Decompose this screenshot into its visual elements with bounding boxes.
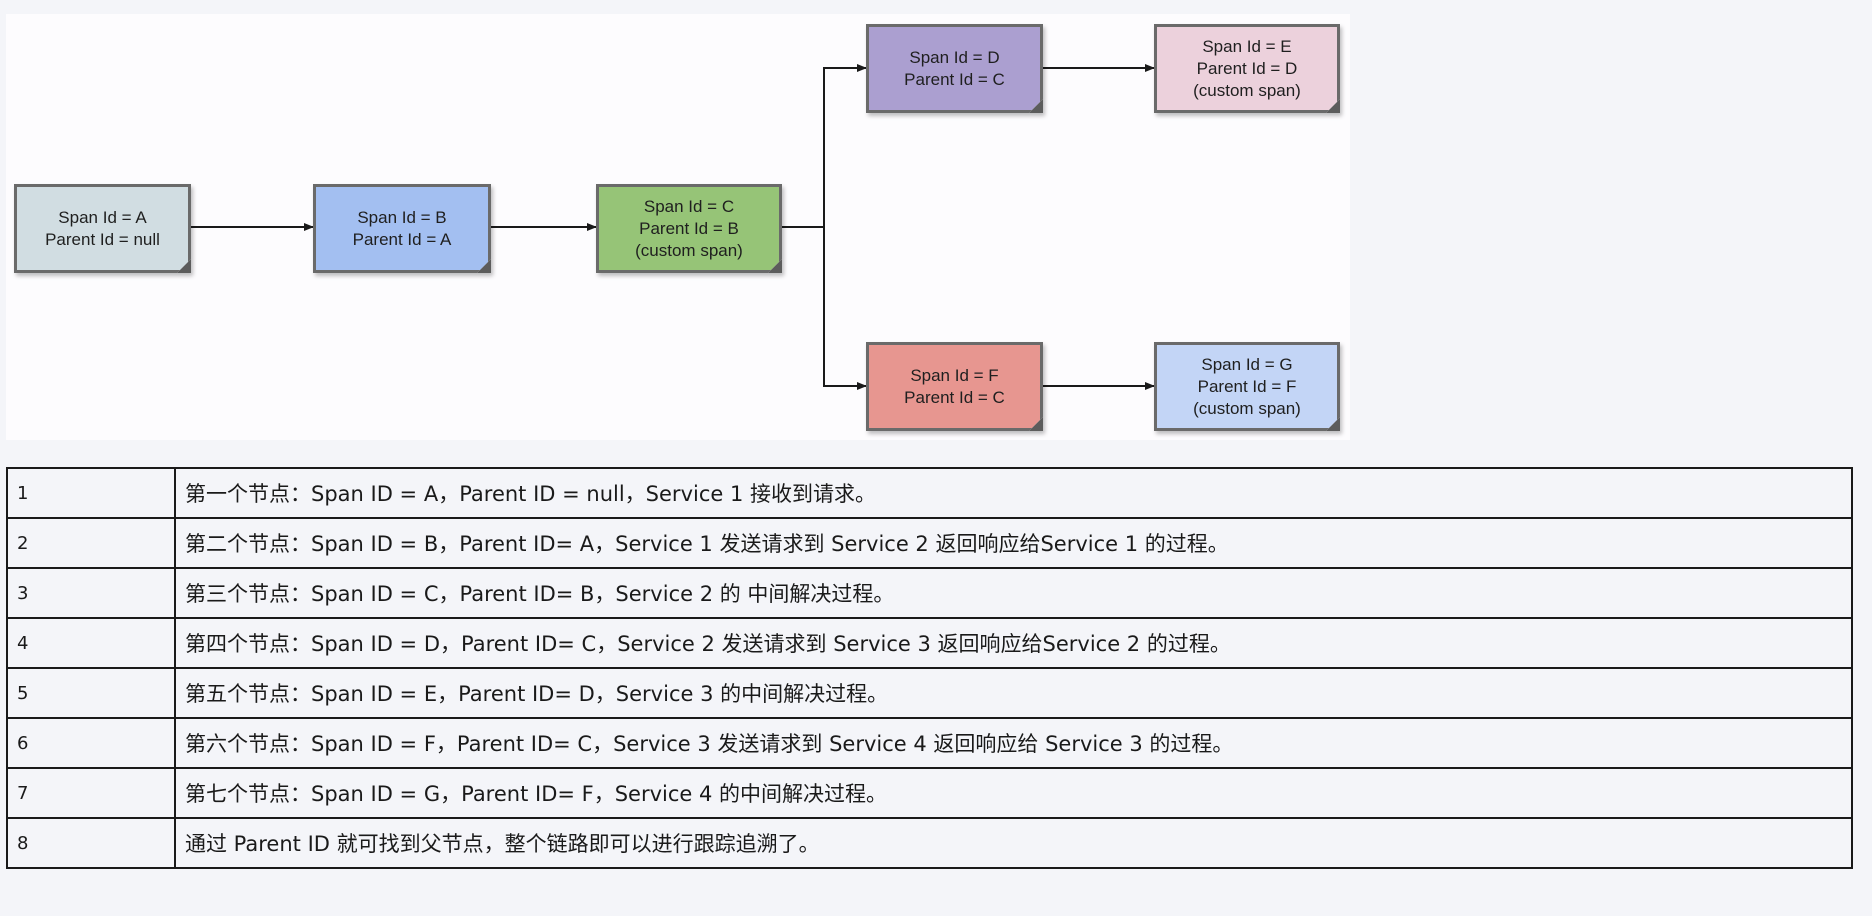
parent-id-label: Parent Id = B [639,218,739,238]
step-description: 第六个节点：Span ID = F，Parent ID= C，Service 3… [174,717,1853,769]
span-id-label: Span Id = G [1201,354,1293,374]
step-description: 第四个节点：Span ID = D，Parent ID= C，Service 2… [174,617,1853,669]
table-row: 7 第七个节点：Span ID = G，Parent ID= F，Service… [6,767,1853,819]
span-id-label: Span Id = D [909,47,1000,67]
edge-c-to-f [823,227,867,390]
span-id-label: Span Id = B [357,207,447,227]
table-row: 3 第三个节点：Span ID = C，Parent ID= B，Service… [6,567,1853,619]
custom-span-label: (custom span) [1193,80,1301,100]
span-node-g: Span Id = G Parent Id = F (custom span) [1154,342,1340,431]
table-row: 8 通过 Parent ID 就可找到父节点，整个链路即可以进行跟踪追溯了。 [6,817,1853,869]
parent-id-label: Parent Id = C [904,387,1005,407]
parent-id-label: Parent Id = A [352,229,452,249]
step-number: 2 [6,517,176,569]
step-number: 5 [6,667,176,719]
table-row: 2 第二个节点：Span ID = B，Parent ID= A，Service… [6,517,1853,569]
span-node-d: Span Id = D Parent Id = C [866,24,1043,113]
step-number: 7 [6,767,176,819]
step-description: 通过 Parent ID 就可找到父节点，整个链路即可以进行跟踪追溯了。 [174,817,1853,869]
step-description: 第七个节点：Span ID = G，Parent ID= F，Service 4… [174,767,1853,819]
table-row: 6 第六个节点：Span ID = F，Parent ID= C，Service… [6,717,1853,769]
diagram-connectors [191,64,1155,390]
span-steps-table: 1 第一个节点：Span ID = A，Parent ID = null，Ser… [6,467,1853,869]
table-row: 1 第一个节点：Span ID = A，Parent ID = null，Ser… [6,467,1853,519]
parent-id-label: Parent Id = D [1196,58,1298,78]
custom-span-label: (custom span) [635,240,743,260]
parent-id-label: Parent Id = null [45,229,160,249]
step-number: 1 [6,467,176,519]
table-row: 5 第五个节点：Span ID = E，Parent ID= D，Service… [6,667,1853,719]
custom-span-label: (custom span) [1193,398,1301,418]
step-number: 6 [6,717,176,769]
span-id-label: Span Id = F [910,365,999,385]
span-id-label: Span Id = A [58,207,147,227]
step-number: 3 [6,567,176,619]
span-id-label: Span Id = E [1202,36,1292,56]
step-description: 第二个节点：Span ID = B，Parent ID= A，Service 1… [174,517,1853,569]
step-description: 第一个节点：Span ID = A，Parent ID = null，Servi… [174,467,1853,519]
span-node-a: Span Id = A Parent Id = null [14,184,191,273]
step-description: 第五个节点：Span ID = E，Parent ID= D，Service 3… [174,667,1853,719]
span-node-e: Span Id = E Parent Id = D (custom span) [1154,24,1340,113]
parent-id-label: Parent Id = C [904,69,1005,89]
span-node-c: Span Id = C Parent Id = B (custom span) [596,184,782,273]
span-trace-diagram: Span Id = A Parent Id = null Span Id = B… [6,14,1350,440]
parent-id-label: Parent Id = F [1197,376,1297,396]
edge-c-to-d [782,64,867,228]
step-number: 4 [6,617,176,669]
span-id-label: Span Id = C [643,196,735,216]
table-row: 4 第四个节点：Span ID = D，Parent ID= C，Service… [6,617,1853,669]
step-number: 8 [6,817,176,869]
span-node-f: Span Id = F Parent Id = C [866,342,1043,431]
span-node-b: Span Id = B Parent Id = A [313,184,491,273]
step-description: 第三个节点：Span ID = C，Parent ID= B，Service 2… [174,567,1853,619]
